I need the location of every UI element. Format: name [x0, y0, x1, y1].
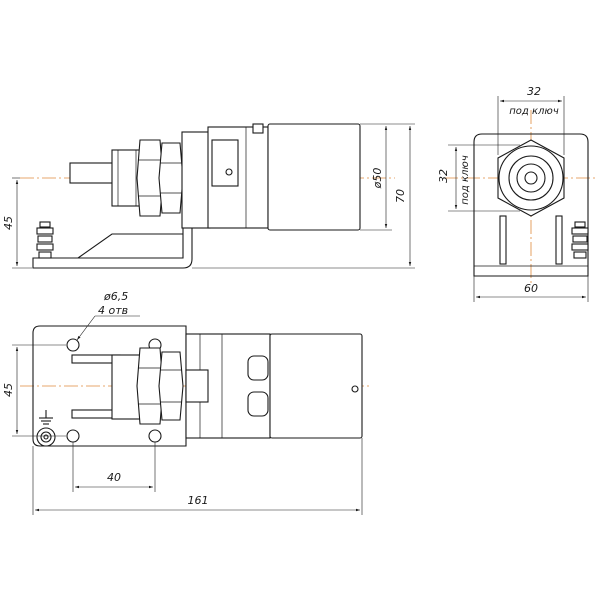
plan-sensor-head [269, 333, 363, 439]
side-connector-window [211, 139, 239, 187]
side-connector-screw [225, 168, 233, 176]
front-dim-32-top-label: 32 [527, 85, 541, 98]
front-dim-32-side-note: под ключ [460, 155, 471, 205]
side-hex-nut-2 [158, 142, 184, 214]
side-dim-45-label: 45 [2, 216, 15, 230]
plan-mount-hole-1 [66, 338, 80, 352]
front-nut-ring [498, 145, 564, 211]
plan-view: ø6,5 4 отв 45 40 161 [2, 290, 370, 515]
side-connector-tab [252, 123, 264, 134]
front-cable-core [524, 171, 538, 185]
ground-symbol-icon [39, 410, 53, 425]
front-cable-inner [516, 163, 546, 193]
plan-sensor-screw [351, 385, 359, 393]
front-dim-32-side-label: 32 [437, 169, 450, 183]
side-dim-70-label: 70 [394, 189, 407, 203]
plan-connector-slot-2 [247, 391, 269, 417]
front-slot-left [499, 215, 507, 265]
front-slot-right [555, 215, 563, 265]
side-hex-nut-1 [136, 139, 164, 217]
front-bracket [473, 133, 589, 277]
side-sensor-head [267, 123, 361, 231]
plan-connector-window [185, 369, 209, 403]
front-hex-nut [497, 139, 565, 217]
side-bracket [32, 214, 193, 269]
plan-ground-terminal [36, 427, 56, 447]
side-terminal-stud [36, 221, 54, 259]
plan-connector-slot-1 [247, 355, 269, 381]
front-dim-32-top-note: под ключ [509, 106, 559, 117]
side-flange-block [181, 131, 211, 229]
front-view: 32 под ключ 32 под ключ 60 [437, 85, 598, 302]
plan-hole-callout-leader [76, 315, 96, 341]
side-dim-diameter-label: ø50 [371, 168, 384, 190]
plan-dim-161-label: 161 [188, 494, 209, 507]
plan-dim-45-label: 45 [2, 383, 15, 397]
plan-hole-count-label: 4 отв [98, 304, 128, 317]
plan-mount-hole-4 [148, 429, 162, 443]
plan-hole-diameter-label: ø6,5 [103, 290, 128, 303]
front-dim-60-label: 60 [524, 282, 538, 295]
plan-hex-nut-1 [136, 347, 164, 425]
plan-mount-hole-2 [66, 429, 80, 443]
front-terminal-stud [571, 221, 589, 259]
front-cable-outer [508, 155, 554, 201]
side-view: 45 ø50 70 [2, 123, 415, 269]
side-bracket-rib [77, 233, 183, 259]
plan-base-plate [32, 325, 187, 447]
plan-hex-nut-2 [158, 351, 184, 421]
plan-dim-40-label: 40 [107, 471, 121, 484]
